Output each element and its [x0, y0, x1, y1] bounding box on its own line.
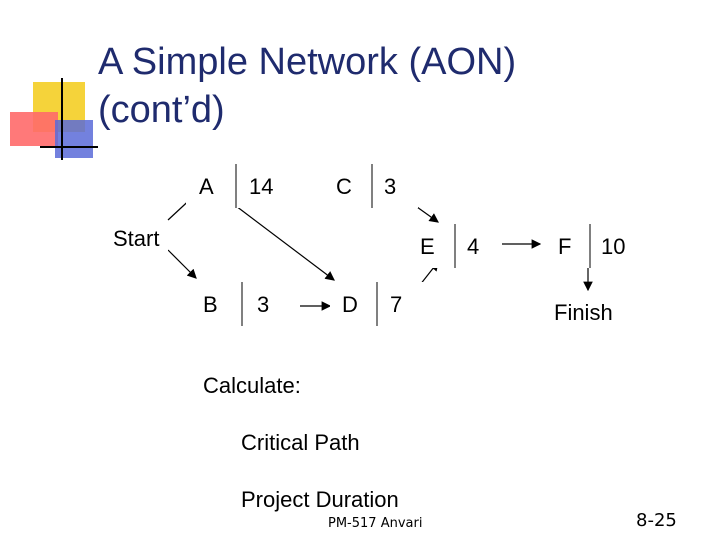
- critical-path-text: Critical Path: [241, 430, 360, 455]
- activity-e-name: E: [420, 234, 435, 259]
- start-label: Start: [113, 226, 159, 251]
- activity-c-duration: 3: [384, 174, 396, 199]
- activity-b-node: B 3: [192, 282, 292, 326]
- slide-title: A Simple Network (AON) (cont’d): [98, 41, 517, 131]
- activity-a-node: A 14: [186, 164, 286, 208]
- activity-a-name: A: [199, 174, 214, 199]
- activity-d-node: D 7: [330, 282, 424, 326]
- slide-decoration: [10, 78, 98, 160]
- activity-d-duration: 7: [390, 292, 402, 317]
- activity-c-node: C 3: [324, 164, 418, 208]
- finish-label: Finish: [554, 300, 613, 325]
- activity-c-name: C: [336, 174, 352, 199]
- activity-e-node: E 4: [408, 224, 502, 268]
- project-duration-text: Project Duration: [241, 487, 399, 512]
- activity-f-name: F: [558, 234, 571, 259]
- activity-e-duration: 4: [467, 234, 479, 259]
- activity-b-name: B: [203, 292, 218, 317]
- decoration-red-bar: [10, 112, 58, 146]
- finish-node: Finish: [538, 294, 638, 330]
- footer-course: PM-517 Anvari: [328, 516, 423, 531]
- page-number: 8-25: [636, 510, 677, 531]
- activity-f-node: F 10: [542, 224, 638, 268]
- activity-b-duration: 3: [257, 292, 269, 317]
- arrow-a-to-d: [235, 205, 335, 281]
- arrow-start-to-b: [167, 249, 197, 279]
- start-node: Start: [92, 222, 168, 254]
- activity-a-duration: 14: [249, 174, 273, 199]
- calculate-text: Calculate:: [203, 373, 301, 398]
- activity-d-name: D: [342, 292, 358, 317]
- activity-f-duration: 10: [601, 234, 625, 259]
